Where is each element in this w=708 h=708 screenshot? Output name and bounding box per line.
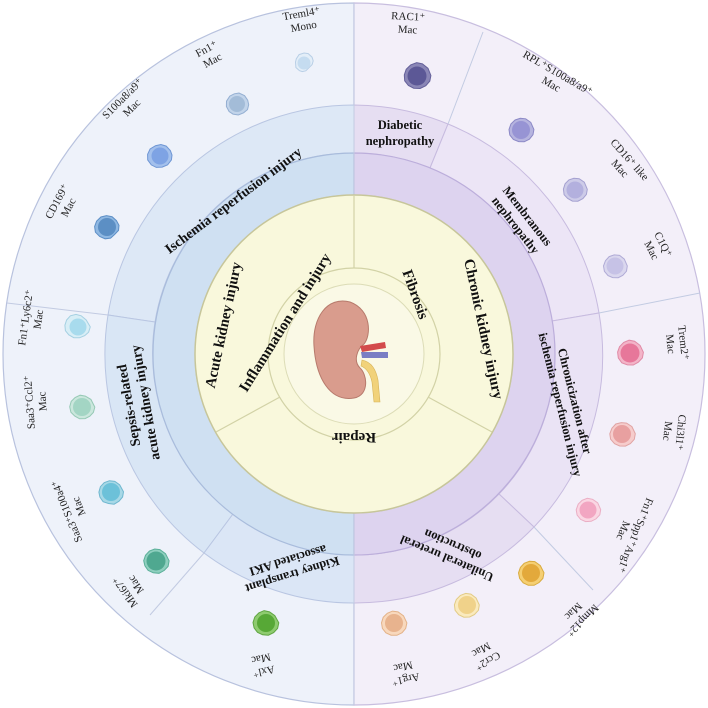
cell-axl bbox=[252, 610, 280, 636]
label-fn1ly6c2-l2: Mac bbox=[32, 309, 47, 330]
label-chi3l1-l1: Chi3l1⁺ bbox=[672, 414, 688, 451]
cell-rpl bbox=[508, 117, 535, 143]
label-diabetic-l2: nephropathy bbox=[366, 134, 435, 148]
cell-mmp12 bbox=[517, 560, 545, 586]
cell-label-chi3l1: Chi3l1⁺ Mac bbox=[660, 414, 688, 451]
cell-chi3l1 bbox=[609, 422, 636, 447]
cell-label-rac1: RAC1⁺ Mac bbox=[391, 10, 426, 36]
cell-fn1spp1 bbox=[575, 497, 602, 523]
cell-saa3s100a4 bbox=[98, 480, 125, 505]
cell-c1q bbox=[602, 254, 628, 279]
cell-rac1 bbox=[403, 62, 432, 90]
cell-ccr2 bbox=[453, 592, 480, 618]
cell-mki67 bbox=[143, 548, 170, 574]
label-arg1-l2: Mac bbox=[392, 658, 414, 674]
cell-label-saa3ccl2: Saa3⁺Ccl2⁺ Mac bbox=[22, 375, 50, 430]
cell-saa3ccl2 bbox=[69, 394, 96, 420]
cell-arg1 bbox=[380, 610, 408, 636]
cell-label-treml4: Treml4⁺ Mono bbox=[282, 5, 321, 35]
cell-label-arg1: Arg1⁺ Mac bbox=[390, 658, 420, 688]
label-rac1-l1: RAC1⁺ bbox=[391, 10, 426, 24]
core-label-repair: Repair bbox=[332, 429, 377, 445]
cell-cd169 bbox=[94, 215, 120, 240]
cell-cd16 bbox=[562, 177, 588, 202]
label-repair: Repair bbox=[332, 429, 377, 445]
cell-label-axl: Axl⁺ Mac bbox=[250, 650, 276, 679]
label-chi3l1-l2: Mac bbox=[660, 421, 674, 442]
label-axl-l2: Mac bbox=[250, 650, 272, 666]
label-saa3ccl2-l1: Saa3⁺Ccl2⁺ bbox=[22, 375, 38, 430]
label-trem2-l2: Mac bbox=[663, 334, 677, 355]
cell-s100a8 bbox=[147, 143, 173, 168]
label-saa3ccl2-l2: Mac bbox=[36, 391, 49, 411]
label-arg1-l1: Arg1⁺ bbox=[390, 670, 420, 688]
cell-trem2 bbox=[617, 339, 644, 366]
label-axl-l1: Axl⁺ bbox=[251, 663, 276, 679]
label-diabetic-l1: Diabetic bbox=[378, 118, 423, 132]
cell-treml4 bbox=[294, 52, 314, 73]
cell-fn1ly6c2 bbox=[64, 313, 91, 339]
core-dividers bbox=[215, 195, 493, 433]
label-trem2-l1: Trem2⁺ bbox=[675, 325, 691, 361]
kidney-icon bbox=[313, 300, 388, 403]
label-rac1-l2: Mac bbox=[397, 23, 417, 36]
cell-label-trem2: Trem2⁺ Mac bbox=[663, 325, 691, 361]
disease-label-diabetic: Diabetic nephropathy bbox=[366, 118, 435, 148]
cell-fn1 bbox=[225, 92, 250, 116]
label-treml4-l2: Mono bbox=[290, 19, 318, 35]
